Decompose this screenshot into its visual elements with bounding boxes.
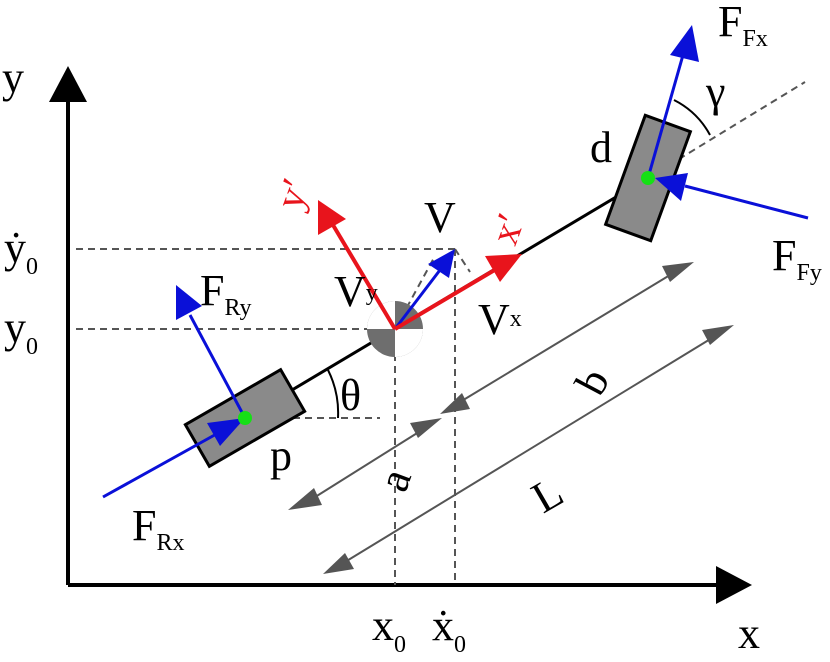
x-prime-axis: [393, 266, 500, 331]
dim-L-line: [344, 337, 713, 563]
theta-label: θ: [340, 371, 361, 420]
x-prime-label: x′: [481, 208, 533, 250]
frx-arrowhead: [207, 418, 245, 446]
ffx-label: FFx: [718, 0, 768, 52]
x-axis-arrowhead: [716, 566, 752, 604]
body-frame: [318, 200, 522, 331]
ffy-arrow: [684, 184, 809, 220]
point-d-label: d: [590, 123, 612, 172]
dim-L-arrow-start: [323, 553, 354, 574]
y-prime-label: y′: [266, 173, 318, 215]
dim-b-arrow-end: [662, 262, 694, 282]
rear-wheel-center: [238, 411, 252, 425]
x-prime-arrowhead: [485, 254, 522, 282]
gamma-label: γ: [705, 67, 725, 116]
velocity-arrow: [393, 269, 442, 330]
dim-b-arrow-start: [440, 393, 470, 414]
point-p-label: p: [270, 431, 292, 480]
front-wheel-center: [641, 171, 655, 185]
projection-lines: [76, 81, 806, 585]
fry-arrow: [188, 314, 247, 419]
dim-a-arrow-start: [288, 488, 322, 510]
x-axis-label: x: [738, 609, 760, 658]
ffx-arrow: [646, 54, 685, 179]
dim-L-arrow-end: [702, 325, 734, 345]
y-prime-arrowhead: [318, 200, 346, 235]
ffy-arrowhead: [655, 173, 688, 201]
x0dot-tick-label: ẋ0: [432, 601, 466, 658]
vy-label: Vy: [334, 267, 378, 316]
x0-tick-label: x0: [372, 601, 406, 658]
dimension-b-label: b: [566, 360, 620, 402]
gamma-arc: [673, 99, 711, 136]
y-axis-label: y: [2, 53, 24, 102]
vx-label: Vx: [478, 295, 522, 344]
theta-arc: [327, 369, 340, 419]
fry-arrowhead: [176, 285, 202, 320]
velocity-box-side: [454, 248, 471, 273]
frx-arrow: [102, 430, 221, 499]
frx-label: FRx: [132, 501, 185, 556]
ffx-arrowhead: [670, 25, 699, 62]
dim-a-line: [311, 429, 423, 500]
force-arrows: [102, 25, 809, 499]
dimension-lines: [288, 262, 734, 574]
ffy-label: FFy: [772, 231, 822, 286]
y0dot-tick-label: ẏ0: [4, 223, 38, 280]
dim-a-arrow-end: [410, 418, 442, 438]
fry-label: FRy: [200, 266, 252, 321]
velocity-arrowhead: [428, 249, 455, 278]
y-prime-axis: [331, 223, 397, 331]
y-axis-arrowhead: [49, 66, 87, 102]
velocity-label: V: [424, 193, 456, 242]
dimension-L-label: L: [524, 467, 572, 523]
dim-b-line: [459, 274, 671, 403]
y0-tick-label: y0: [4, 303, 38, 360]
